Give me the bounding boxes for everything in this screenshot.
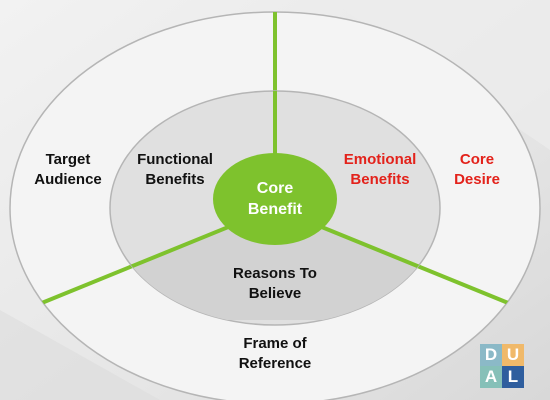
label-line: Reasons To — [233, 265, 317, 282]
label-line: Benefit — [247, 201, 303, 218]
background-facet — [0, 310, 160, 400]
label-line: Core — [256, 180, 294, 197]
label-line: Audience — [34, 171, 102, 188]
label-line: Desire — [454, 171, 500, 188]
core-benefit-circle — [213, 153, 337, 245]
label-frame-of-reference: Frame of Reference — [220, 334, 330, 374]
label-core-desire: Core Desire — [447, 150, 507, 190]
label-reasons-to-believe: Reasons To Believe — [210, 264, 340, 304]
label-line: Benefits — [145, 171, 205, 188]
logo-letter: D — [480, 344, 502, 366]
label-line: Emotional — [343, 151, 417, 168]
label-line: Target — [45, 151, 91, 168]
label-line: Believe — [248, 285, 302, 302]
label-line: Functional — [137, 151, 213, 168]
label-functional-benefits: Functional Benefits — [125, 150, 225, 190]
label-core-benefit: Core Benefit — [225, 178, 325, 220]
logo-letter: L — [502, 366, 524, 388]
dual-logo: D U A L — [480, 344, 524, 388]
label-emotional-benefits: Emotional Benefits — [330, 150, 430, 190]
label-line: Core — [459, 151, 495, 168]
label-line: Reference — [238, 355, 312, 372]
label-line: Frame of — [243, 335, 307, 352]
logo-letter: A — [480, 366, 502, 388]
label-target-audience: Target Audience — [28, 150, 108, 190]
logo-letter: U — [502, 344, 524, 366]
label-line: Benefits — [350, 171, 410, 188]
